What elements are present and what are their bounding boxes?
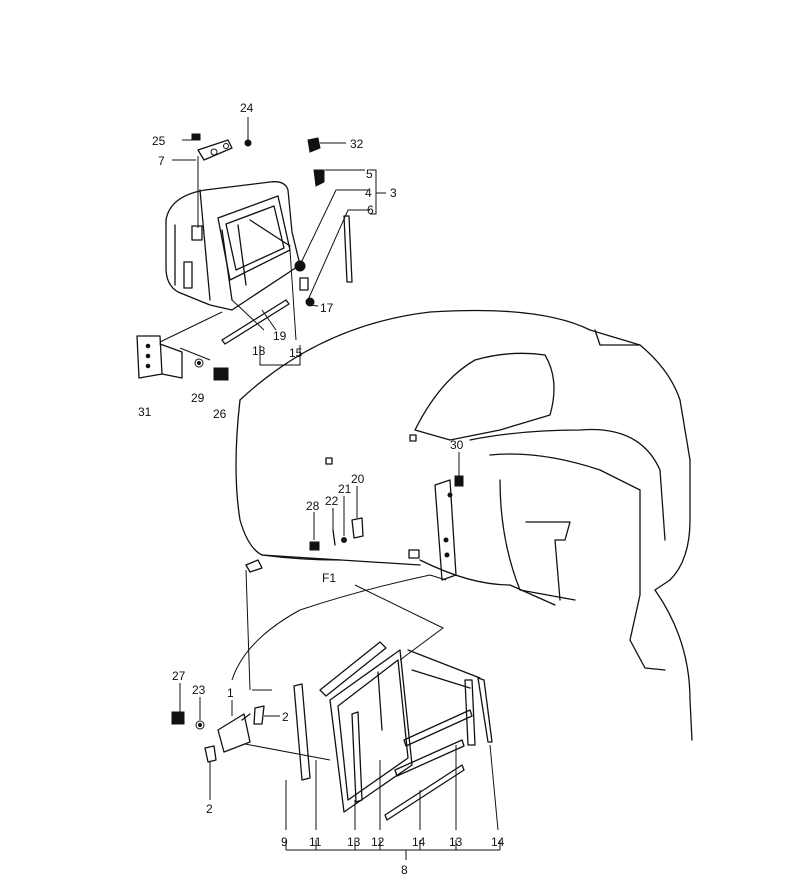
callout-2a: 2 [282,710,289,724]
callout-4: 4 [365,186,372,200]
upper-housing [136,117,386,381]
callout-22: 22 [325,494,339,508]
callout-30: 30 [450,438,464,452]
callout-26: 26 [213,407,227,421]
callout-12: 12 [371,835,385,849]
callout-29: 29 [191,391,205,405]
callout-13b: 13 [449,835,463,849]
callout-6: 6 [367,203,374,217]
callout-19: 19 [273,329,287,343]
cab-body [231,309,693,741]
callout-17: 17 [320,301,334,315]
callout-27: 27 [172,669,186,683]
callout-14a: 14 [412,835,426,849]
callout-2b: 2 [206,802,213,816]
callouts: 1 2 2 3 4 5 6 7 8 9 11 12 13 13 14 14 15… [138,101,505,877]
lower-window-assembly [171,584,501,860]
callout-21: 21 [338,482,352,496]
callout-32: 32 [350,137,364,151]
callout-7: 7 [158,154,165,168]
marker-f1: F1 [322,571,336,585]
callout-18: 18 [252,344,266,358]
callout-14b: 14 [491,835,505,849]
callout-23: 23 [192,683,206,697]
callout-5: 5 [366,167,373,181]
callout-9: 9 [281,835,288,849]
callout-15: 15 [289,346,303,360]
callout-11: 11 [309,835,322,849]
callout-31: 31 [138,405,152,419]
callout-1: 1 [227,686,234,700]
callout-24: 24 [240,101,254,115]
callout-25: 25 [152,134,166,148]
callout-13a: 13 [347,835,361,849]
callout-8: 8 [401,863,408,877]
callout-20: 20 [351,472,365,486]
callout-28: 28 [306,499,320,513]
callout-3: 3 [390,186,397,200]
